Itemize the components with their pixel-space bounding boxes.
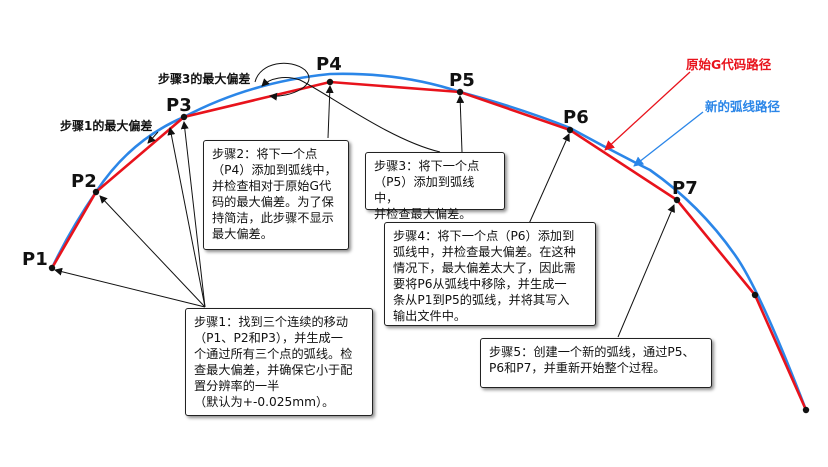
label-p5: P5 xyxy=(449,70,475,91)
label-p1: P1 xyxy=(22,249,48,270)
step1-arrows xyxy=(54,121,206,308)
step4-note: 步骤4：将下一个点（P6）添加到 弧线中，并检查最大偏差。在这种 情况下，最大偏… xyxy=(384,222,596,326)
step5-arrow xyxy=(617,204,675,338)
label-p2: P2 xyxy=(71,171,97,192)
step1-dev-arrow xyxy=(147,131,159,144)
label-p6: P6 xyxy=(563,107,589,128)
legend-gcode-label: 原始G代码路径 xyxy=(686,57,772,72)
point-p7 xyxy=(673,196,681,204)
path-points xyxy=(48,78,810,414)
legend-arc-arrow xyxy=(633,111,704,167)
point-p5 xyxy=(456,88,464,96)
step3-curve-arrow xyxy=(254,62,310,101)
label-p4: P4 xyxy=(316,54,342,75)
step2-arrow xyxy=(325,85,334,139)
point-p1 xyxy=(48,264,56,272)
point-p2 xyxy=(92,188,100,196)
step3-dev-label: 步骤3的最大偏差 xyxy=(158,72,251,86)
step1-dev-label: 步骤1的最大偏差 xyxy=(60,119,153,133)
step1-note: 步骤1：找到三个连续的移动 （P1、P2和P3），并生成一 个通过所有三个点的弧… xyxy=(185,308,373,416)
point-p6 xyxy=(566,126,574,134)
legend-gcode-arrow xyxy=(604,71,691,151)
point-p9 xyxy=(802,406,810,414)
step3-p5-arrow xyxy=(456,95,465,153)
label-p3: P3 xyxy=(166,95,192,116)
point-p4 xyxy=(326,78,334,86)
legend-arc-label: 新的弧线路径 xyxy=(705,99,781,114)
step4-arrow xyxy=(527,133,570,227)
step2-note: 步骤2：将下一个点 （P4）添加到弧线中， 并检查相对于原始G代 码的最大偏差。… xyxy=(203,140,349,250)
label-p7: P7 xyxy=(672,178,698,199)
step3-loop-arrow xyxy=(261,77,441,153)
step5-note: 步骤5：创建一个新的弧线，通过P5、 P6和P7，并重新开始整个过程。 xyxy=(480,338,712,388)
step3-note: 步骤3：将下一个点 （P5）添加到弧线中， 并检查最大偏差。 xyxy=(365,152,505,221)
point-p8 xyxy=(751,291,759,299)
point-p3 xyxy=(180,113,188,121)
